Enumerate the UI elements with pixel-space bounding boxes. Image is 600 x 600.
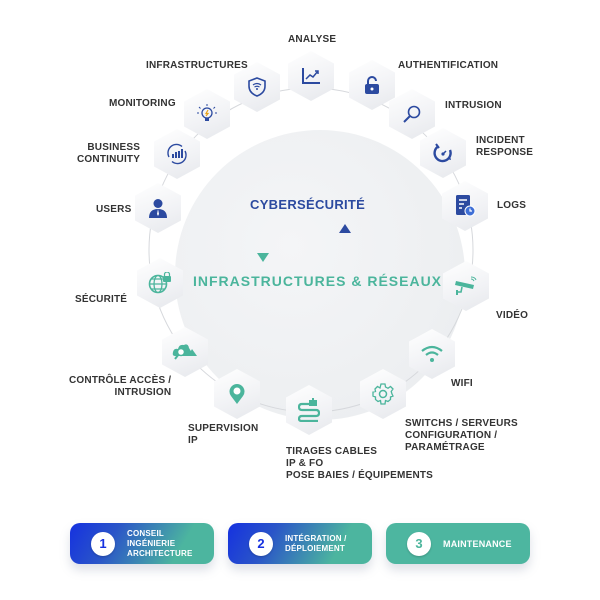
label-wifi: WIFI [451,378,473,389]
hex-switchs-serveurs[interactable] [360,369,406,419]
cable-icon [298,398,320,422]
label-controle-acces: CONTRÔLE ACCÈS /INTRUSION [69,375,172,398]
label-video: VIDÉO [496,310,529,321]
wifi-icon [421,345,443,362]
hex-monitoring[interactable] [184,89,230,139]
label-infrastructures: INFRASTRUCTURES [146,60,248,71]
step-maintenance-button[interactable]: 3 MAINTENANCE [386,523,530,564]
magnifier-icon [403,105,421,123]
step-label-2: INTÉGRATION /DÉPLOIEMENT [285,533,347,553]
hex-supervision-ip[interactable] [214,369,260,419]
hex-users[interactable] [135,183,181,233]
infrastructures-reseaux-title: INFRASTRUCTURES & RÉSEAUX [193,273,443,289]
label-securite: SÉCURITÉ [75,294,128,305]
map-pin-icon [229,384,245,404]
label-intrusion: INTRUSION [445,100,502,111]
world-globe-background [175,130,465,420]
hex-business-continuity[interactable] [154,129,200,179]
hex-wifi[interactable] [409,329,455,379]
step-integration-button[interactable]: 2 INTÉGRATION /DÉPLOIEMENT [228,523,372,564]
bar-chart-cycle-icon [167,143,187,165]
hex-securite[interactable] [137,258,183,308]
hex-intrusion[interactable] [389,89,435,139]
hex-authentification[interactable] [349,60,395,110]
hex-analyse[interactable] [288,51,334,101]
hex-infrastructures[interactable] [234,62,280,112]
step-number-2: 2 [249,531,273,556]
step-number-3: 3 [407,531,431,556]
user-icon [149,199,167,218]
stopwatch-icon [433,143,452,163]
cctv-camera-icon [455,276,477,295]
step-label-3: MAINTENANCE [443,538,512,549]
cybersecurite-title: CYBERSÉCURITÉ [250,197,366,212]
label-logs: LOGS [497,200,527,211]
triangle-down-icon [257,253,269,262]
label-analyse: ANALYSE [288,34,337,45]
step-number-1: 1 [91,531,115,556]
hex-tirages-cables[interactable] [286,385,332,435]
lightbulb-icon [197,104,217,121]
shield-wifi-icon [248,77,266,97]
label-authentification: AUTHENTIFICATION [398,60,499,71]
label-monitoring: MONITORING [109,98,176,109]
padlock-icon [365,76,379,94]
document-clock-icon [456,195,476,217]
hex-controle-acces[interactable] [162,327,208,377]
label-users: USERS [96,204,132,215]
triangle-up-icon [339,224,351,233]
globe-lock-icon [148,272,171,294]
hex-incident-response[interactable] [420,128,466,178]
chart-trend-icon [302,68,320,84]
cloud-search-icon [172,344,197,360]
gear-icon [372,383,394,405]
hex-video[interactable] [443,261,489,311]
hex-logs[interactable] [442,181,488,231]
